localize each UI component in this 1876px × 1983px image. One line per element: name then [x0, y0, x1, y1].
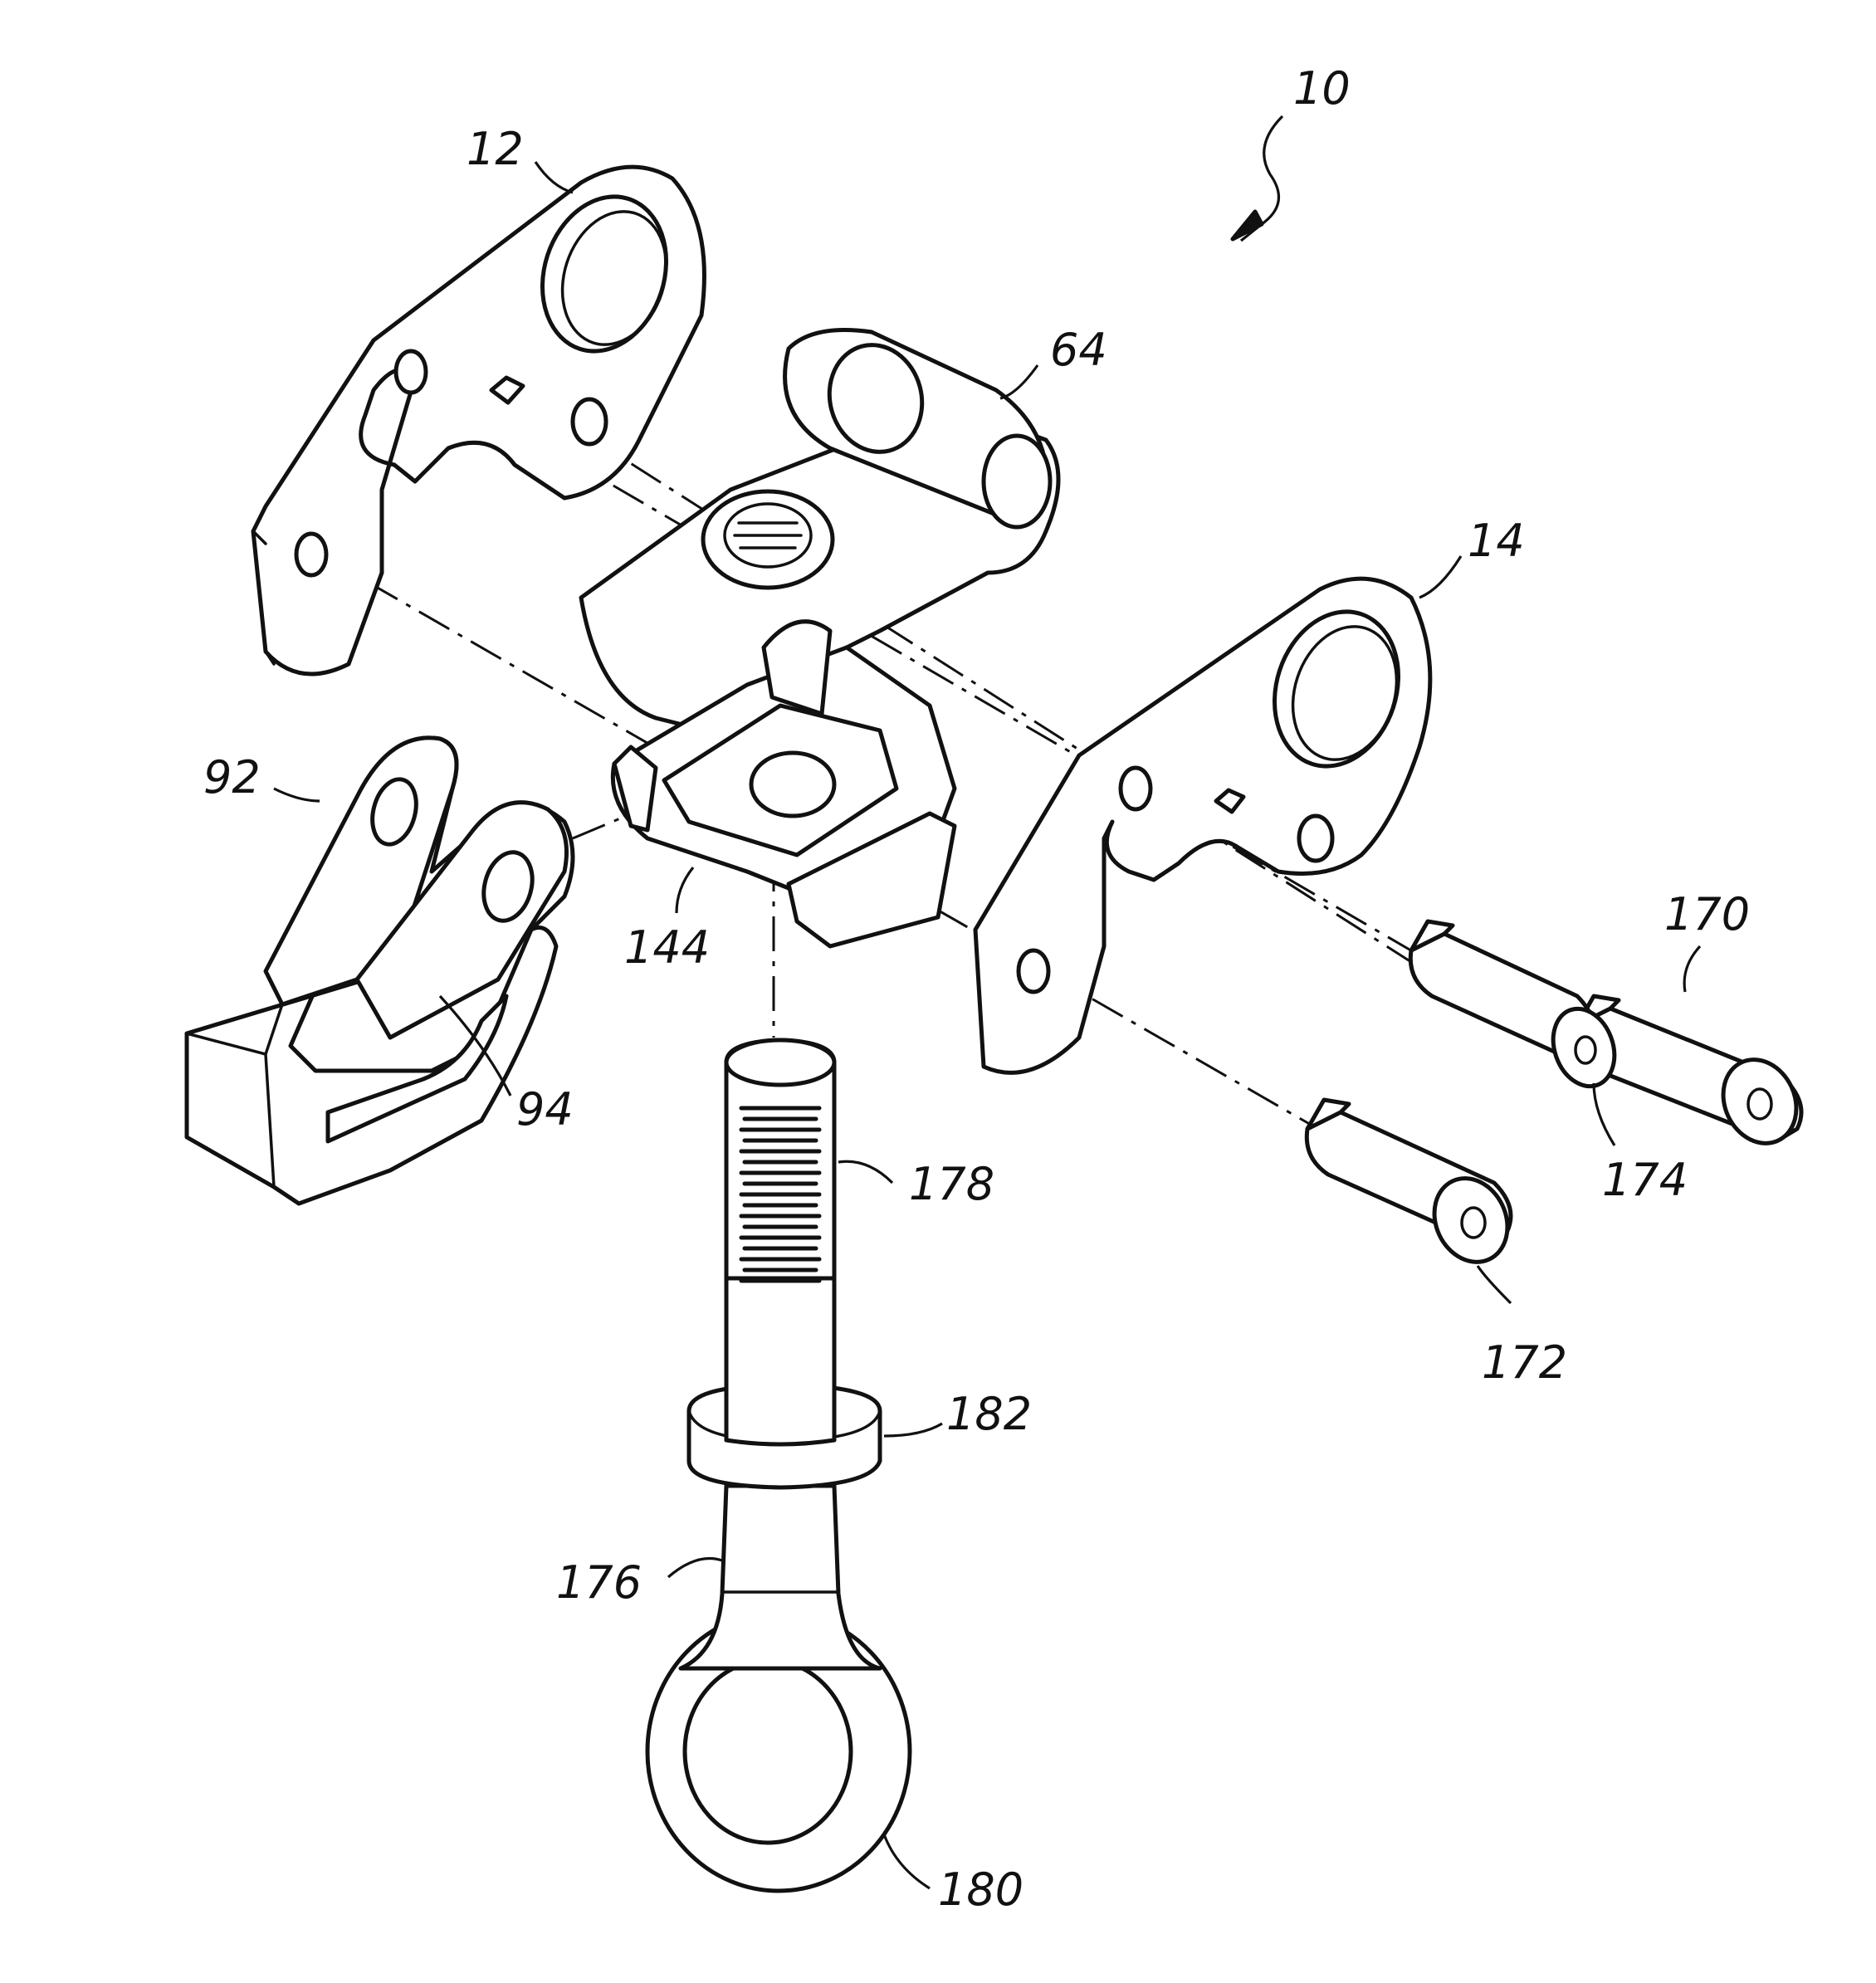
bracket-right: [975, 579, 1430, 1072]
bracket-right-hole-mid: [1299, 816, 1332, 861]
eye-ring-inner: [685, 1660, 851, 1843]
bracket-left-hole-bottom: [296, 534, 326, 575]
leader-12: [535, 162, 573, 193]
leader-182: [884, 1424, 942, 1436]
leader-172: [1478, 1266, 1511, 1303]
label-144: 144: [624, 921, 710, 974]
leader-144: [677, 867, 693, 913]
pins: [1307, 921, 1810, 1274]
label-92: 92: [203, 751, 261, 803]
bracket-right-hole-bottom: [1019, 950, 1048, 992]
label-12: 12: [467, 123, 524, 175]
leader-174: [1594, 1083, 1615, 1145]
bracket-left-hole-top: [396, 351, 426, 393]
leader-14: [1419, 556, 1461, 598]
bracket-right-hole-top: [1121, 768, 1151, 809]
label-180: 180: [938, 1863, 1023, 1916]
label-10: 10: [1293, 62, 1351, 115]
leader-92: [274, 789, 320, 801]
cage-nut-hole: [751, 753, 834, 816]
label-14: 14: [1468, 515, 1525, 567]
eye-bolt-neck: [681, 1486, 880, 1668]
bolt-shank: [726, 1274, 834, 1444]
label-182: 182: [946, 1388, 1032, 1440]
latch: [187, 738, 573, 1204]
clip-upper-threaded-boss: [703, 491, 833, 588]
label-94: 94: [516, 1083, 574, 1136]
leader-178: [838, 1161, 892, 1183]
clip-upper-tube-end: [984, 436, 1050, 527]
leader-180: [884, 1834, 930, 1888]
label-174: 174: [1602, 1154, 1688, 1206]
label-170: 170: [1664, 888, 1750, 940]
label-178: 178: [909, 1158, 994, 1210]
label-64: 64: [1050, 324, 1107, 376]
label-176: 176: [556, 1556, 642, 1609]
bracket-left-hole-mid: [573, 399, 606, 444]
leader-64: [1000, 365, 1038, 398]
label-172: 172: [1482, 1336, 1567, 1389]
leader-170: [1684, 946, 1700, 992]
bolt-end: [726, 1040, 834, 1085]
leader-176: [668, 1559, 722, 1578]
